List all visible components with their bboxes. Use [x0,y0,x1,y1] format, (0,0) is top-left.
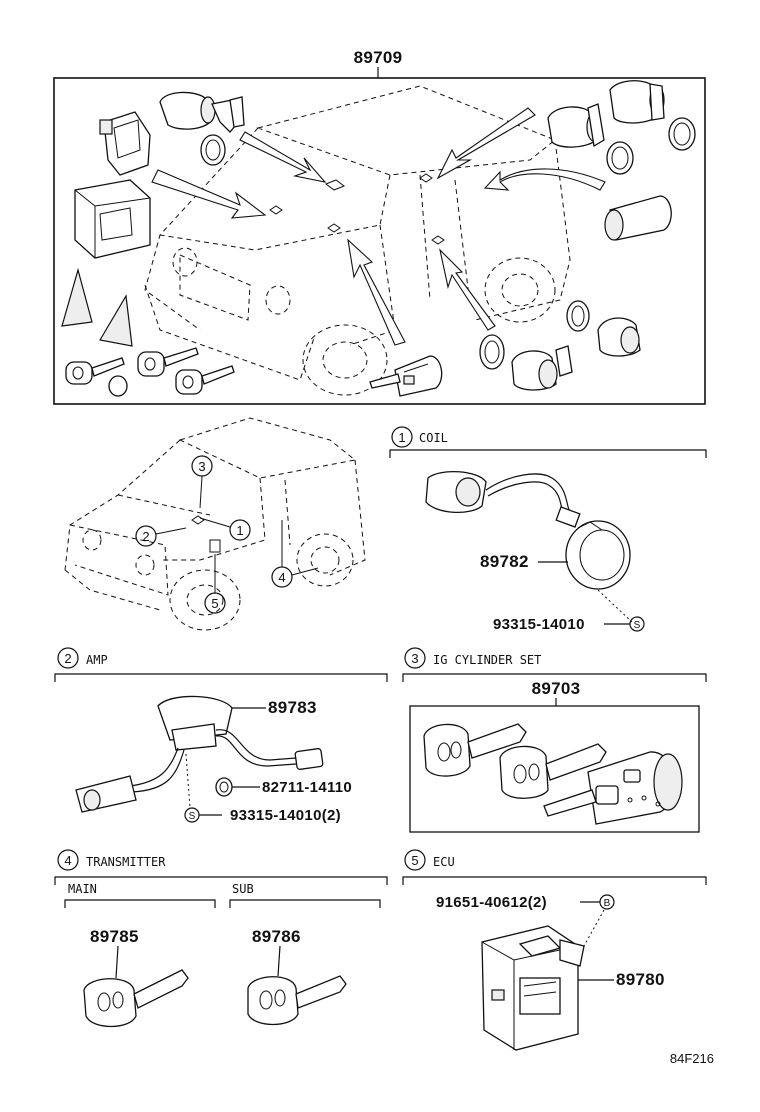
ecu-bolt-symbol [599,894,615,910]
callout-5: 5 [204,554,226,614]
svg-text:B: B [604,898,611,909]
section-coil-title: COIL [419,431,448,445]
amp-nut [215,777,233,797]
door-lock-cylinder-right-2 [609,80,665,124]
location-vehicle-drawing [64,417,366,631]
coil-screw-symbol [629,616,645,632]
figure-reference: 84F216 [670,1051,714,1066]
svg-text:2: 2 [142,529,149,544]
door-lock-cylinder-right-4 [511,345,573,391]
amp-part-drawing [75,695,324,813]
key-1 [65,357,125,385]
ig-key-2 [499,743,607,799]
main-vehicle-drawing [144,85,571,396]
section-ecu: 5 ECU 91651-40612(2) B 89780 [402,849,707,1051]
transmitter-sub-key [247,975,347,1026]
key-ring [108,375,128,397]
transmitter-sub-part-number: 89786 [252,927,301,946]
triangle-cover-1 [61,267,93,327]
main-assembly-part-number: 89709 [354,48,403,67]
gasket-ring-2 [606,141,634,175]
amp-screw-part-number: 93315-14010(2) [230,807,341,824]
door-lock-cylinder-right-3 [597,317,641,357]
ignition-cylinder [369,355,443,397]
section-amp: 2 AMP 89783 82711-14110 S 93315-14010(2) [54,647,388,824]
section-ecu-index-circle [404,849,426,871]
door-control-module [74,179,151,259]
location-callouts: 1 2 3 4 5 [135,455,319,614]
section-ig-title: IG CYLINDER SET [433,653,541,667]
section-coil-index-circle [391,426,413,448]
section-transmitter-title: TRANSMITTER [86,855,166,869]
callout-1: 1 [199,517,251,541]
ig-cylinder-body [543,751,683,825]
gasket-ring-1 [200,134,226,166]
door-lock-cylinder-right-1 [547,103,605,148]
amp-part-number: 89783 [268,698,317,717]
section-coil-index: 1 [398,430,405,445]
callout-2: 2 [135,525,187,547]
ecu-part-drawing [481,925,585,1051]
section-transmitter-index: 4 [64,853,71,868]
section-ecu-title: ECU [433,855,455,869]
triangle-cover-2 [99,294,133,347]
transmitter-main-part-number: 89785 [90,927,139,946]
main-assembly-frame [53,77,706,405]
callout-3: 3 [191,455,213,509]
svg-text:1: 1 [236,523,243,538]
ig-key-1 [423,723,527,777]
transmitter-main-label: MAIN [68,882,97,896]
door-lock-cylinder-left [159,91,245,133]
ecu-part-number: 89780 [616,970,665,989]
section-amp-index-circle [57,647,79,669]
section-ig-index: 3 [411,651,418,666]
section-ig-cylinder: 3 IG CYLINDER SET 89703 [402,647,707,833]
ig-cylinder-frame [409,705,700,833]
section-amp-title: AMP [86,653,108,667]
gasket-ring-5 [479,334,505,370]
coil-screw-part-number: 93315-14010 [493,616,585,633]
section-transmitter: 4 TRANSMITTER MAIN SUB 89785 89786 [54,849,388,1028]
key-3 [175,365,235,395]
coil-part-number: 89782 [480,552,529,571]
main-assembly-parts [61,80,696,397]
section-ig-index-circle [404,647,426,669]
gasket-ring-3 [668,117,696,151]
amp-nut-part-number: 82711-14110 [262,779,352,796]
coil-part-drawing [425,470,631,590]
svg-text:4: 4 [278,570,285,585]
section-ecu-index: 5 [411,853,418,868]
gasket-ring-4 [566,300,590,332]
key-2 [137,347,199,377]
section-transmitter-index-circle [57,849,79,871]
section-amp-index: 2 [64,651,71,666]
svg-text:3: 3 [198,459,205,474]
ecu-bolt-part-number: 91651-40612(2) [436,894,547,911]
transmitter-sub-label: SUB [232,882,254,896]
transmitter-main-key [83,969,189,1028]
svg-text:S: S [634,620,641,631]
ig-cylinder-part-number: 89703 [532,679,581,698]
svg-text:5: 5 [211,596,218,611]
lock-bracket [99,111,151,176]
callout-4: 4 [271,520,319,588]
svg-text:S: S [189,811,196,822]
assembly-arrows [151,107,606,346]
section-coil: 1 COIL 89782 93315-14010 S [389,426,707,633]
tailgate-cylinder [604,195,672,241]
